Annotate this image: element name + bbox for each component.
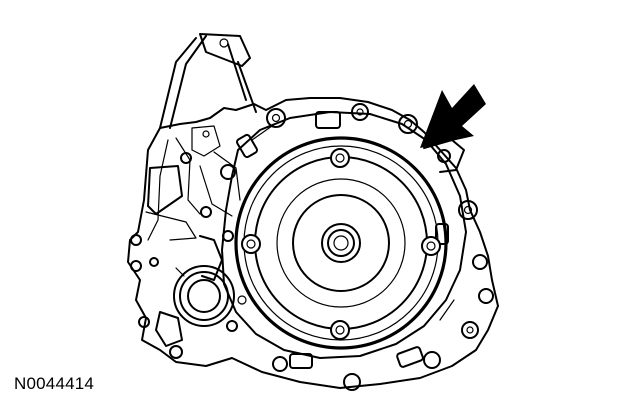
figure-reference-code: N0044414 (14, 374, 95, 393)
flange-slots (236, 111, 449, 369)
pointer-arrow-icon (420, 84, 486, 148)
flange-bosses (220, 103, 494, 391)
output-shaft-seal (155, 265, 235, 347)
shift-linkage (159, 33, 257, 129)
torque-converter (234, 136, 448, 350)
converter-stud-bosses (241, 148, 441, 340)
bell-housing-flange (220, 103, 494, 391)
